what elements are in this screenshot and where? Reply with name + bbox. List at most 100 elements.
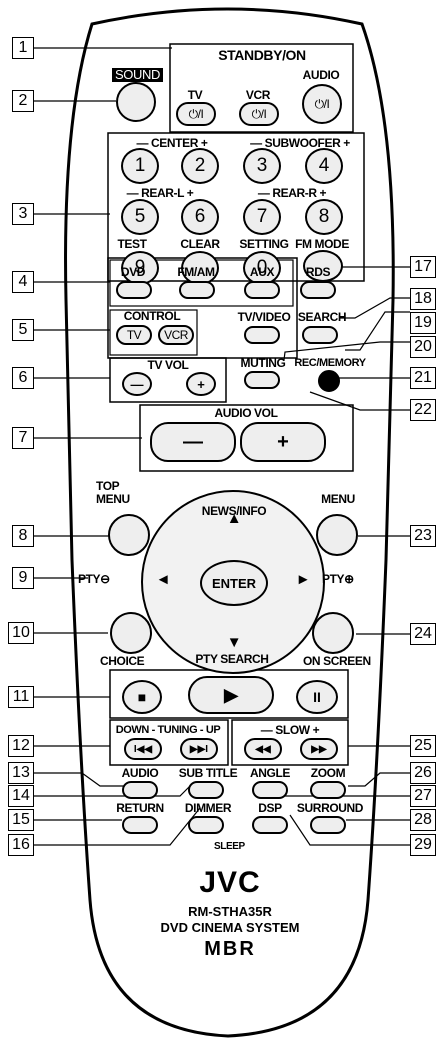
number-7-button[interactable]: 7 bbox=[243, 199, 281, 235]
aux-button[interactable] bbox=[244, 281, 280, 299]
fast-forward-icon: ▶▶ bbox=[311, 743, 327, 755]
system-name: DVD CINEMA SYSTEM bbox=[160, 920, 300, 935]
top-menu-label-line1: TOP bbox=[96, 479, 120, 493]
next-track-icon: ▶▶I bbox=[189, 743, 209, 755]
setting-label: SETTING bbox=[239, 237, 289, 251]
top-menu-label-line2: MENU bbox=[96, 492, 130, 506]
number-8-button[interactable]: 8 bbox=[305, 199, 343, 235]
play-button[interactable]: ▶ bbox=[188, 676, 274, 714]
dimmer-button[interactable] bbox=[188, 816, 224, 834]
choice-button[interactable] bbox=[110, 612, 152, 654]
callout-16: 16 bbox=[8, 834, 34, 856]
number-6-button[interactable]: 6 bbox=[181, 199, 219, 235]
angle-button[interactable] bbox=[252, 781, 288, 799]
tuning-label: DOWN - TUNING - UP bbox=[115, 724, 221, 736]
number-3-button[interactable]: 3 bbox=[243, 148, 281, 184]
rec-memory-button[interactable] bbox=[318, 370, 340, 392]
group-box-control bbox=[109, 309, 198, 356]
audio-vol-down-button[interactable]: — bbox=[150, 422, 236, 462]
choice-label: CHOICE bbox=[100, 654, 145, 668]
previous-track-icon: I◀◀ bbox=[133, 743, 153, 755]
callout-13: 13 bbox=[8, 762, 34, 784]
audio-button[interactable] bbox=[122, 781, 158, 799]
menu-button[interactable] bbox=[316, 514, 358, 556]
callout-19: 19 bbox=[410, 312, 436, 334]
return-button[interactable] bbox=[122, 816, 158, 834]
news-info-label: NEWS/INFO bbox=[201, 504, 267, 518]
vcr-power-label: VCR bbox=[245, 88, 271, 102]
audio-vol-label: AUDIO VOL bbox=[214, 406, 278, 420]
mbr-logo: MBR bbox=[204, 938, 256, 960]
audio-vol-minus-icon: — bbox=[183, 430, 203, 453]
pause-button[interactable]: II bbox=[296, 680, 338, 714]
rds-button[interactable] bbox=[300, 281, 336, 299]
number-9-button[interactable]: 9 bbox=[121, 251, 159, 285]
pause-icon: II bbox=[313, 689, 321, 705]
subtitle-button[interactable] bbox=[188, 781, 224, 799]
audio-power-button[interactable]: ⏻/I bbox=[302, 84, 342, 124]
audio-vol-plus-icon: + bbox=[277, 430, 289, 453]
number-1-button[interactable]: 1 bbox=[121, 148, 159, 184]
callout-5: 5 bbox=[12, 319, 34, 341]
sound-button[interactable] bbox=[116, 82, 156, 122]
vcr-power-button[interactable]: ⏻/I bbox=[239, 102, 279, 126]
tv-vol-up-button[interactable]: + bbox=[186, 372, 216, 396]
dvd-button[interactable] bbox=[116, 281, 152, 299]
surround-button[interactable] bbox=[310, 816, 346, 834]
tuning-up-button[interactable]: ▶▶I bbox=[180, 738, 218, 760]
angle-label: ANGLE bbox=[249, 766, 291, 780]
jvc-logo: JVC bbox=[199, 866, 261, 899]
plus-icon: + bbox=[197, 376, 205, 392]
enter-button[interactable]: ENTER bbox=[200, 560, 268, 606]
model-number: RM-STHA35R bbox=[188, 904, 272, 919]
callout-8: 8 bbox=[12, 525, 34, 547]
dsp-button[interactable] bbox=[252, 816, 288, 834]
pty-plus-label: PTY⊕ bbox=[322, 572, 354, 586]
aux-label: AUX bbox=[249, 265, 275, 279]
vcr-power-icon: ⏻/I bbox=[251, 106, 267, 121]
control-vcr-label: VCR bbox=[164, 328, 188, 342]
callout-7: 7 bbox=[12, 427, 34, 449]
control-tv-button[interactable]: TV bbox=[116, 325, 152, 345]
muting-button[interactable] bbox=[244, 371, 280, 389]
right-arrow-icon[interactable]: ► bbox=[295, 571, 311, 588]
rear-r-label: — REAR-R + bbox=[257, 186, 327, 200]
tv-video-button[interactable] bbox=[244, 326, 280, 344]
control-vcr-button[interactable]: VCR bbox=[158, 325, 194, 345]
callout-12: 12 bbox=[8, 735, 34, 757]
zoom-button[interactable] bbox=[310, 781, 346, 799]
callout-28: 28 bbox=[410, 809, 436, 831]
search-label: SEARCH bbox=[297, 310, 347, 324]
rec-memory-label: REC/MEMORY bbox=[294, 357, 366, 369]
number-2-button[interactable]: 2 bbox=[181, 148, 219, 184]
group-box-standby bbox=[169, 43, 354, 133]
callout-25: 25 bbox=[410, 735, 436, 757]
search-button[interactable] bbox=[302, 326, 338, 344]
fm-am-button[interactable] bbox=[179, 281, 215, 299]
on-screen-button[interactable] bbox=[312, 612, 354, 654]
callout-10: 10 bbox=[8, 622, 34, 644]
tv-video-label: TV/VIDEO bbox=[237, 310, 291, 324]
clear-label: CLEAR bbox=[180, 237, 220, 251]
callout-21: 21 bbox=[410, 367, 436, 389]
down-arrow-icon[interactable]: ▼ bbox=[226, 634, 242, 651]
up-arrow-icon[interactable]: ▲ bbox=[226, 510, 242, 527]
audio-power-icon: ⏻/I bbox=[314, 96, 330, 111]
callout-29: 29 bbox=[410, 834, 436, 856]
on-screen-label: ON SCREEN bbox=[303, 654, 371, 668]
number-4-button[interactable]: 4 bbox=[305, 148, 343, 184]
stop-button[interactable]: ■ bbox=[122, 680, 162, 714]
tuning-down-button[interactable]: I◀◀ bbox=[124, 738, 162, 760]
callout-14: 14 bbox=[8, 785, 34, 807]
slow-minus-button[interactable]: ◀◀ bbox=[244, 738, 282, 760]
tv-vol-down-button[interactable]: — bbox=[122, 372, 152, 396]
left-arrow-icon[interactable]: ◄ bbox=[155, 571, 171, 588]
slow-plus-button[interactable]: ▶▶ bbox=[300, 738, 338, 760]
top-menu-button[interactable] bbox=[108, 514, 150, 556]
audio-vol-up-button[interactable]: + bbox=[240, 422, 326, 462]
number-5-button[interactable]: 5 bbox=[121, 199, 159, 235]
callout-22: 22 bbox=[410, 399, 436, 421]
tv-power-button[interactable]: ⏻/I bbox=[176, 102, 216, 126]
rewind-icon: ◀◀ bbox=[255, 743, 271, 755]
